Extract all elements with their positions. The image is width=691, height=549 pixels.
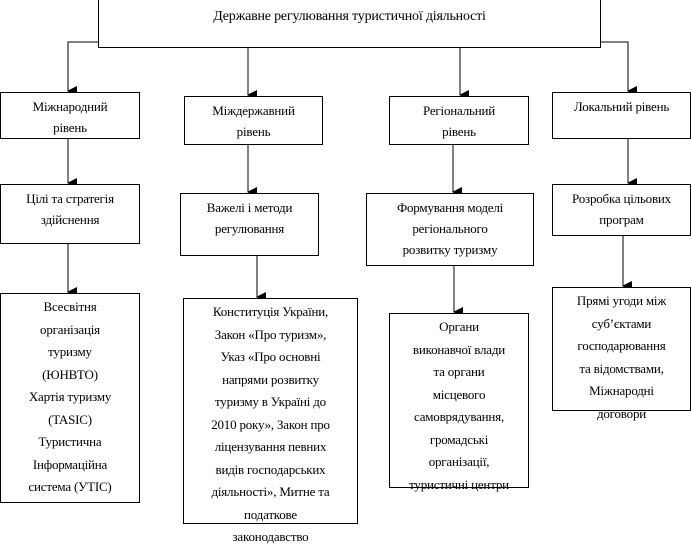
level-label: Регіональний рівень: [422, 103, 495, 139]
level-box-regional: Регіональний рівень: [389, 96, 529, 145]
focus-label: Розробка цільових програм: [572, 191, 671, 227]
instruments-box-international: Всесвітня організація туризму (ЮНВТО) Ха…: [0, 293, 140, 503]
instruments-box-local: Прямі угоди між суб’єктами господарюванн…: [552, 287, 691, 421]
instruments-text: Прямі угоди між суб’єктами господарюванн…: [576, 293, 667, 421]
focus-box-international: Цілі та стратегія здійснення: [0, 184, 140, 244]
root-box: Державне регулювання туристичної діяльно…: [98, 0, 601, 48]
level-box-international: Міжнародний рівень: [0, 92, 140, 139]
instruments-text: Всесвітня організація туризму (ЮНВТО) Ха…: [28, 299, 112, 494]
level-box-local: Локальний рівень: [552, 92, 691, 139]
level-label: Локальний рівень: [573, 99, 670, 114]
connectors: [67, 41, 637, 317]
focus-box-regional: Формування моделі регіонального розвитку…: [366, 193, 534, 266]
arrow-root-to-local: [600, 41, 637, 96]
focus-box-interstate: Важелі і методи регулювання: [180, 193, 319, 256]
level-box-interstate: Міждержавний рівень: [184, 96, 323, 145]
focus-label: Формування моделі регіонального розвитку…: [396, 200, 504, 257]
instruments-box-regional: Органи виконавчої влади та органи місцев…: [389, 313, 529, 492]
instruments-box-interstate: Конституція України, Закон «Про туризм»,…: [183, 298, 358, 544]
focus-label: Важелі і методи регулювання: [206, 200, 293, 236]
instruments-text: Органи виконавчої влади та органи місцев…: [409, 319, 509, 492]
arrow-root-to-international: [67, 41, 98, 96]
focus-box-local: Розробка цільових програм: [552, 184, 691, 236]
instruments-text: Конституція України, Закон «Про туризм»,…: [211, 304, 330, 544]
root-label: Державне регулювання туристичної діяльно…: [213, 9, 486, 24]
level-label: Міждержавний рівень: [212, 103, 295, 139]
level-label: Міжнародний рівень: [32, 99, 108, 135]
focus-label: Цілі та стратегія здійснення: [26, 191, 114, 227]
